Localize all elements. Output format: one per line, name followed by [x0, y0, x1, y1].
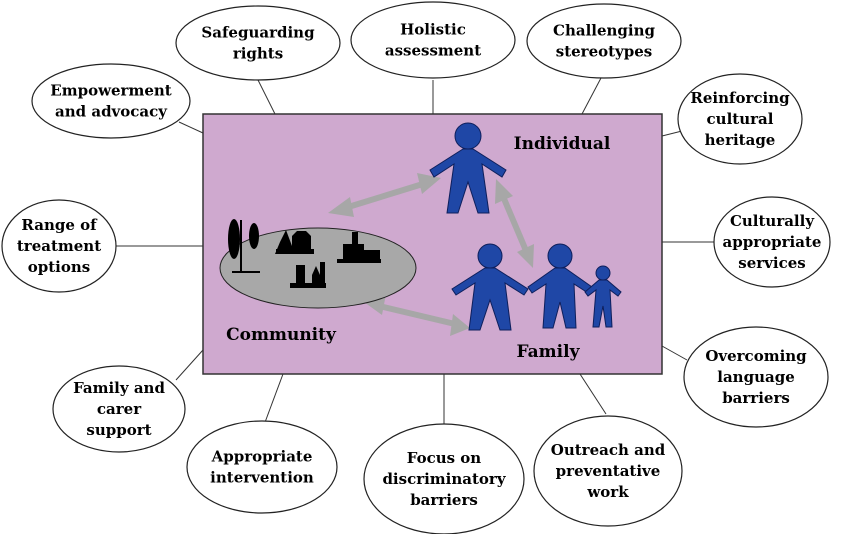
node-label-line: language — [717, 368, 794, 386]
node-label-line: Outreach and — [551, 441, 666, 459]
connector-outreach — [579, 373, 607, 415]
node-label-line: preventative — [556, 462, 661, 480]
node-label-line: Culturally — [730, 212, 815, 230]
family-child-icon — [584, 265, 622, 328]
node-reinforcing-cultural-heritage: Reinforcing cultural heritage — [677, 73, 803, 165]
node-label-line: barriers — [722, 389, 790, 407]
family-adult-2-icon — [527, 243, 593, 329]
node-label-line: heritage — [705, 131, 776, 149]
node-label-line: intervention — [210, 469, 314, 487]
node-culturally-appropriate-services: Culturally appropriate services — [713, 196, 831, 288]
node-label-line: Appropriate — [211, 448, 313, 466]
node-focus-on-discriminatory-barriers: Focus on discriminatory barriers — [363, 423, 525, 534]
node-ellipse — [677, 73, 803, 165]
node-label-line: rights — [233, 45, 283, 63]
connector-language — [661, 345, 688, 361]
node-safeguarding-rights: Safeguarding rights — [175, 5, 341, 81]
connector-carer — [175, 349, 204, 381]
node-ellipse — [1, 199, 117, 293]
node-appropriate-intervention: Appropriate intervention — [186, 420, 338, 514]
node-holistic-assessment: Holistic assessment — [350, 1, 516, 79]
node-label-line: Family and — [73, 379, 165, 397]
connector-empowerment — [178, 121, 204, 134]
individual-label: Individual — [514, 134, 611, 154]
node-empowerment-and-advocacy: Empowerment and advocacy — [31, 63, 191, 139]
relationship-arrows — [328, 173, 534, 336]
node-overcoming-language-barriers: Overcoming language barriers — [683, 326, 829, 428]
node-label-line: Overcoming — [705, 347, 807, 365]
node-ellipse — [363, 423, 525, 534]
node-ellipse — [350, 1, 516, 79]
node-label-line: barriers — [410, 491, 478, 509]
family-label: Family — [517, 342, 581, 362]
node-ellipse — [683, 326, 829, 428]
node-label-line: assessment — [385, 42, 481, 60]
connector-stereotypes — [581, 77, 602, 115]
node-label-line: discriminatory — [382, 470, 506, 488]
node-ellipse — [31, 63, 191, 139]
node-ellipse — [52, 365, 186, 453]
node-label-line: Empowerment — [50, 82, 171, 100]
node-range-of-treatment-options: Range of treatment options — [1, 199, 117, 293]
community-skyline-icon — [228, 219, 381, 288]
node-label-line: cultural — [707, 110, 774, 128]
node-ellipse — [186, 420, 338, 514]
node-label-line: Holistic — [400, 21, 466, 39]
arrow-individual-family — [495, 179, 534, 268]
node-label-line: Focus on — [407, 449, 482, 467]
node-label-line: and advocacy — [55, 103, 168, 121]
node-ellipse — [713, 196, 831, 288]
node-label-line: services — [738, 254, 805, 272]
node-challenging-stereotypes: Challenging stereotypes — [526, 3, 682, 79]
node-outreach-and-preventative-work: Outreach and preventative work — [533, 415, 683, 527]
node-family-and-carer-support: Family and carer support — [52, 365, 186, 453]
node-label-line: support — [86, 421, 151, 439]
connector-intervention — [263, 373, 284, 426]
node-label-line: stereotypes — [556, 43, 653, 61]
node-label-line: carer — [97, 400, 142, 418]
arrow-community-individual — [328, 173, 441, 217]
community-label: Community — [226, 325, 337, 345]
connector-lines — [114, 77, 716, 426]
community-group — [219, 219, 417, 309]
principle-nodes: Safeguarding rights Holistic assessment Chal… — [1, 1, 831, 534]
node-ellipse — [175, 5, 341, 81]
node-label-line: Safeguarding — [201, 24, 315, 42]
node-label-line: options — [28, 258, 90, 276]
node-label-line: appropriate — [723, 233, 822, 251]
node-ellipse — [526, 3, 682, 79]
individual-person-icon — [429, 122, 507, 214]
connector-safeguarding — [257, 79, 276, 115]
node-label-line: Reinforcing — [690, 89, 790, 107]
node-label-line: work — [586, 483, 629, 501]
node-label-line: Range of — [21, 216, 98, 234]
node-label-line: Challenging — [553, 22, 656, 40]
community-ellipse — [219, 227, 417, 309]
node-ellipse — [533, 415, 683, 527]
node-label-line: treatment — [17, 237, 101, 255]
family-group-icon — [451, 243, 622, 331]
family-adult-1-icon — [451, 243, 529, 331]
